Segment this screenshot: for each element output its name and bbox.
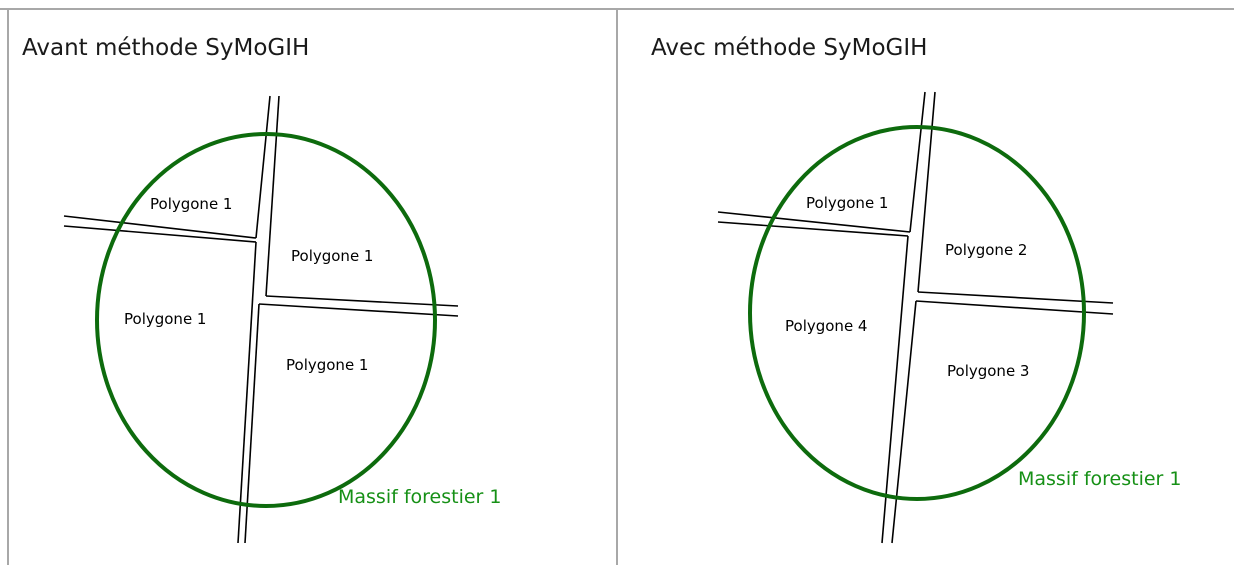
panel-title-after: Avec méthode SyMoGIH [651,35,927,61]
massif-label-before: Massif forestier 1 [338,486,502,508]
polygon-label: Polygone 1 [150,195,232,213]
panel-after: Avec méthode SyMoGIH Polygone 1 Polygone… [651,35,1182,544]
panel-title-before: Avant méthode SyMoGIH [22,35,309,61]
roads-after [717,91,1114,544]
massif-label-after: Massif forestier 1 [1018,468,1182,490]
panel-before: Avant méthode SyMoGIH Polygone 1 Polygon… [22,35,502,544]
polygon-label: Polygone 1 [286,356,368,374]
polygon-label: Polygone 3 [947,362,1029,380]
roads-before [63,95,459,544]
forest-ellipse-before [95,132,437,508]
polygon-label: Polygone 1 [124,310,206,328]
polygon-label: Polygone 1 [806,194,888,212]
polygon-label: Polygone 2 [945,241,1027,259]
polygon-label: Polygone 1 [291,247,373,265]
polygon-label: Polygone 4 [785,317,867,335]
forest-ellipse-after [748,125,1086,501]
